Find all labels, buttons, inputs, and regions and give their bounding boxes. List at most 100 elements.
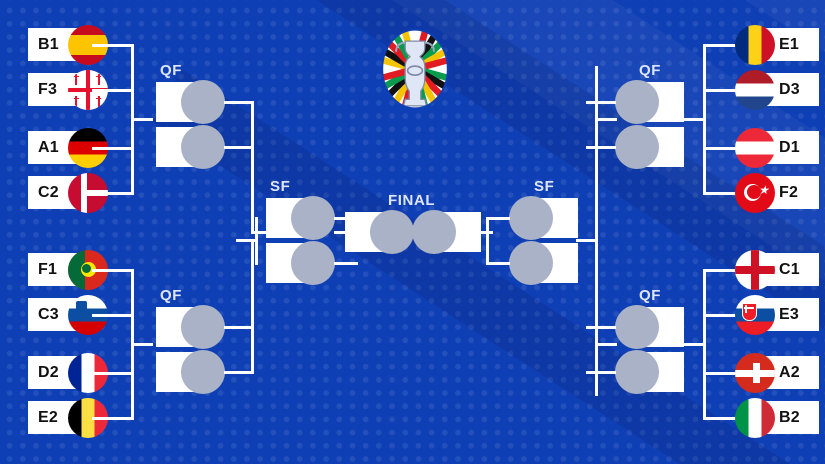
match-slot-qf[interactable]: [614, 80, 684, 124]
team-card[interactable]: B1: [28, 24, 108, 65]
connector: [595, 343, 617, 346]
connector: [92, 147, 134, 150]
connector: [703, 269, 745, 272]
team-code: B1: [38, 36, 59, 53]
connector: [334, 262, 358, 265]
connector: [703, 269, 706, 317]
match-slot-qf[interactable]: [156, 350, 226, 394]
match-slot-qf[interactable]: [614, 350, 684, 394]
team-code: E2: [38, 409, 58, 426]
connector: [595, 66, 598, 242]
slot-flag-placeholder: [181, 305, 225, 349]
match-slot-final-left[interactable]: [345, 210, 415, 254]
round-label-qf: QF: [639, 62, 662, 79]
match-slot-sf[interactable]: [266, 196, 336, 240]
team-code: A1: [38, 139, 59, 156]
match-slot-qf[interactable]: [156, 305, 226, 349]
flag-slovakia: [735, 294, 775, 335]
connector: [131, 343, 153, 346]
connector: [92, 269, 134, 272]
team-card[interactable]: D2: [28, 352, 108, 393]
connector: [586, 326, 616, 329]
connector: [486, 262, 510, 265]
connector: [224, 326, 254, 329]
connector: [703, 291, 706, 396]
team-card[interactable]: F3: [28, 69, 108, 110]
match-slot-sf[interactable]: [508, 241, 578, 285]
flag-italy: [735, 397, 775, 438]
flag-austria: [735, 127, 775, 168]
team-card[interactable]: A2: [735, 352, 819, 393]
connector: [703, 372, 745, 375]
uefa-euro-2024-trophy-logo: [374, 28, 456, 110]
team-code: C2: [38, 184, 59, 201]
connector: [131, 118, 153, 121]
connector: [576, 239, 598, 242]
connector: [92, 89, 134, 92]
slot-flag-placeholder: [615, 80, 659, 124]
slot-flag-placeholder: [509, 196, 553, 240]
connector: [703, 417, 745, 420]
slot-flag-placeholder: [291, 196, 335, 240]
team-card[interactable]: D3: [735, 69, 819, 110]
match-slot-qf[interactable]: [614, 305, 684, 349]
connector: [92, 314, 134, 317]
team-code: E3: [779, 306, 799, 323]
flag-england: [735, 249, 775, 290]
connector: [251, 231, 267, 234]
team-card[interactable]: C2: [28, 172, 108, 213]
slot-flag-placeholder: [291, 241, 335, 285]
team-code: A2: [779, 364, 800, 381]
connector: [92, 372, 134, 375]
match-slot-final-right[interactable]: [411, 210, 481, 254]
team-card[interactable]: D1: [735, 127, 819, 168]
slot-flag-placeholder: [509, 241, 553, 285]
team-card[interactable]: E3: [735, 294, 819, 335]
match-slot-qf[interactable]: [614, 125, 684, 169]
slot-flag-placeholder: [615, 350, 659, 394]
team-code: D3: [779, 81, 800, 98]
team-card[interactable]: C1: [735, 249, 819, 290]
connector: [703, 66, 706, 171]
connector: [236, 239, 258, 242]
match-slot-qf[interactable]: [156, 125, 226, 169]
connector: [131, 147, 134, 195]
connector: [703, 89, 745, 92]
round-label-qf: QF: [160, 287, 183, 304]
team-card[interactable]: F1: [28, 249, 108, 290]
flag-switzerland: [735, 352, 775, 393]
round-label-qf: QF: [160, 62, 183, 79]
connector: [595, 240, 598, 396]
connector: [92, 192, 134, 195]
connector: [224, 146, 254, 149]
match-slot-qf[interactable]: [156, 80, 226, 124]
team-card[interactable]: E2: [28, 397, 108, 438]
slot-flag-placeholder: [181, 350, 225, 394]
team-card[interactable]: A1: [28, 127, 108, 168]
connector: [131, 372, 134, 420]
slot-flag-placeholder: [181, 125, 225, 169]
connector: [684, 118, 706, 121]
team-card[interactable]: B2: [735, 397, 819, 438]
team-card[interactable]: C3: [28, 294, 108, 335]
connector: [92, 44, 134, 47]
connector: [586, 371, 616, 374]
connector: [224, 101, 254, 104]
team-code: D1: [779, 139, 800, 156]
connector: [334, 231, 348, 234]
team-code: E1: [779, 36, 799, 53]
slot-flag-placeholder: [412, 210, 456, 254]
match-slot-sf[interactable]: [508, 196, 578, 240]
slot-flag-placeholder: [370, 210, 414, 254]
connector: [703, 44, 706, 92]
connector: [703, 192, 745, 195]
connector: [703, 147, 745, 150]
team-card[interactable]: E1: [735, 24, 819, 65]
connector: [251, 101, 254, 149]
match-slot-sf[interactable]: [266, 241, 336, 285]
team-card[interactable]: F2 ★: [735, 172, 819, 213]
team-code: D2: [38, 364, 59, 381]
slot-flag-placeholder: [181, 80, 225, 124]
connector: [703, 314, 745, 317]
